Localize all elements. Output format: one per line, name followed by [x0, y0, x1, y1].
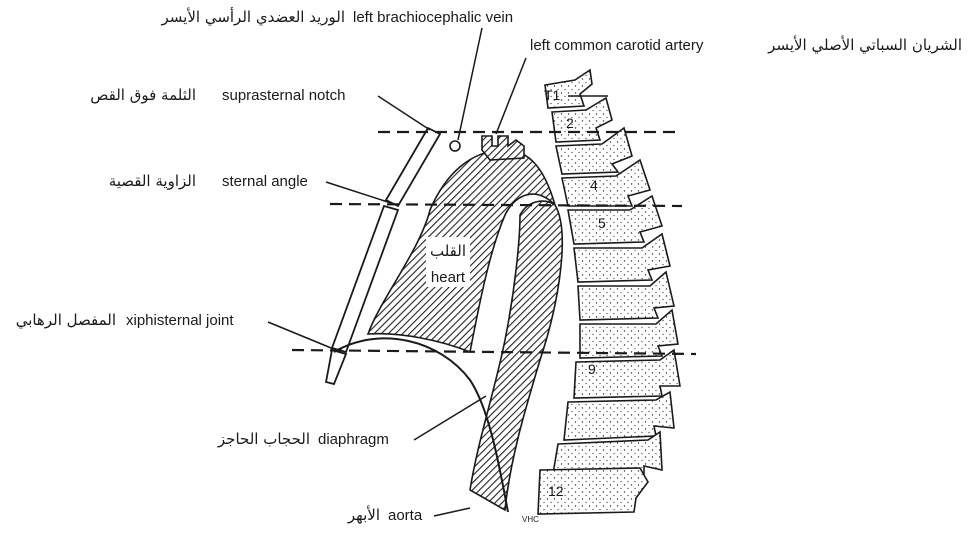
aorta-label-ar: الأبهر	[347, 505, 380, 524]
xiphoid-process	[326, 350, 346, 384]
vertebra-label-2: 2	[566, 115, 574, 131]
leader-vein	[458, 28, 482, 140]
diaphragm-label-en: diaphragm	[318, 431, 389, 448]
aorta-label-en: aorta	[388, 507, 423, 524]
vertebra-label-12: 12	[548, 483, 564, 499]
vertebra-label-9: 9	[588, 361, 596, 377]
vertebra-label-5: 5	[598, 215, 606, 231]
leader-carotid	[496, 58, 526, 134]
xiphisternal-joint-label-en: xiphisternal joint	[126, 312, 234, 329]
leader-aorta	[434, 508, 470, 516]
leader-sternal-angle	[326, 182, 394, 204]
suprasternal-notch-label-ar: الثلمة فوق القص	[90, 86, 196, 104]
xiphisternal-joint-label-ar: المفصل الرهابي	[16, 311, 116, 330]
artist-signature: VHC	[522, 515, 539, 524]
sternal-angle-label-en: sternal angle	[222, 173, 308, 190]
manubrium	[386, 128, 440, 206]
great-vessels	[482, 136, 524, 160]
suprasternal-notch-label-en: suprasternal notch	[222, 87, 345, 104]
diaphragm-label-ar: الحجاب الحاجز	[217, 430, 310, 448]
left-common-carotid-artery-label-ar: الشريان السباتي الأصلي الأيسر	[767, 35, 962, 55]
vertebral-column	[538, 70, 680, 514]
vertebra-label-4: 4	[590, 177, 598, 193]
left-brachiocephalic-vein-label-en: left brachiocephalic vein	[353, 9, 513, 26]
brachiocephalic-vein-marker	[450, 141, 460, 151]
heart-label-en: heart	[431, 269, 466, 286]
leader-suprasternal	[378, 96, 430, 130]
leader-diaphragm	[414, 396, 486, 440]
heart-label-ar: القلب	[430, 242, 466, 260]
sternal-angle-label-ar: الزاوية القصية	[109, 172, 196, 190]
leader-xiphisternal	[268, 322, 336, 350]
left-brachiocephalic-vein-label-ar: الوريد العضدي الرأسي الأيسر	[161, 7, 346, 27]
left-common-carotid-artery-label-en: left common carotid artery	[530, 37, 704, 54]
vertebra-label-t1: T1	[544, 87, 561, 103]
